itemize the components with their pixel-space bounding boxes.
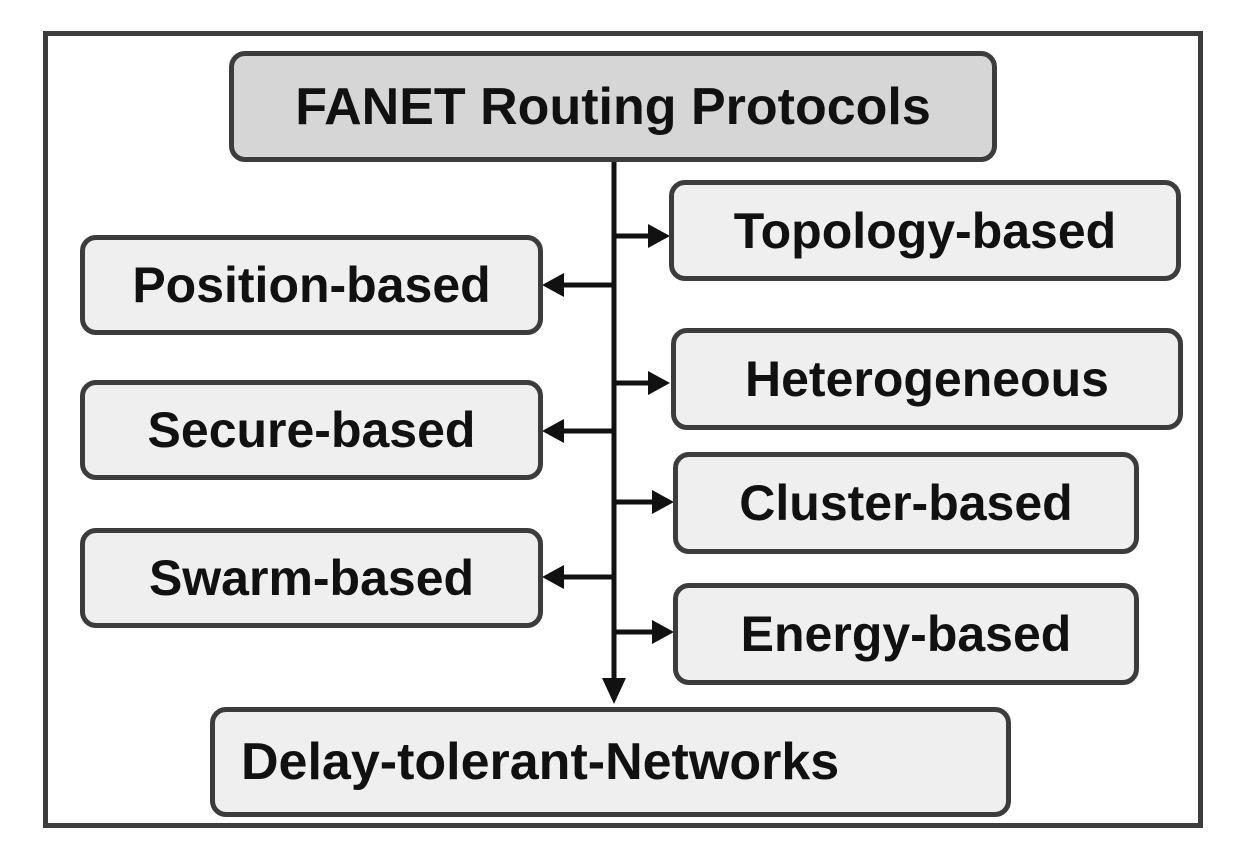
node-delay-tolerant-networks: Delay-tolerant-Networks <box>210 707 1011 817</box>
node-cluster-based-label: Cluster-based <box>739 475 1073 531</box>
node-cluster-based: Cluster-based <box>673 452 1139 554</box>
node-secure-based: Secure-based <box>80 380 543 480</box>
arrowhead-cluster-based <box>652 490 674 514</box>
node-swarm-based-label: Swarm-based <box>148 550 475 606</box>
arrowhead-topology-based <box>648 224 670 248</box>
node-heterogeneous-label: Heterogeneous <box>745 351 1109 407</box>
node-delay-tolerant-networks-label: Delay-tolerant-Networks <box>241 733 840 791</box>
node-heterogeneous: Heterogeneous <box>671 328 1183 430</box>
arrowhead-secure-based <box>542 419 564 443</box>
arrowhead-swarm-based <box>542 565 564 589</box>
root-node-label: FANET Routing Protocols <box>295 77 931 136</box>
node-secure-based-label: Secure-based <box>147 402 476 458</box>
node-position-based: Position-based <box>80 235 543 335</box>
trunk-arrowhead <box>602 678 626 704</box>
arrowhead-position-based <box>542 273 564 297</box>
node-topology-based-label: Topology-based <box>733 202 1117 259</box>
node-energy-based: Energy-based <box>673 583 1139 685</box>
arrowhead-heterogeneous <box>648 371 670 395</box>
node-position-based-label: Position-based <box>132 257 491 313</box>
node-energy-based-label: Energy-based <box>740 606 1072 662</box>
node-swarm-based: Swarm-based <box>80 528 543 628</box>
root-node: FANET Routing Protocols <box>229 51 997 162</box>
arrowhead-energy-based <box>652 620 674 644</box>
node-topology-based: Topology-based <box>669 180 1181 281</box>
